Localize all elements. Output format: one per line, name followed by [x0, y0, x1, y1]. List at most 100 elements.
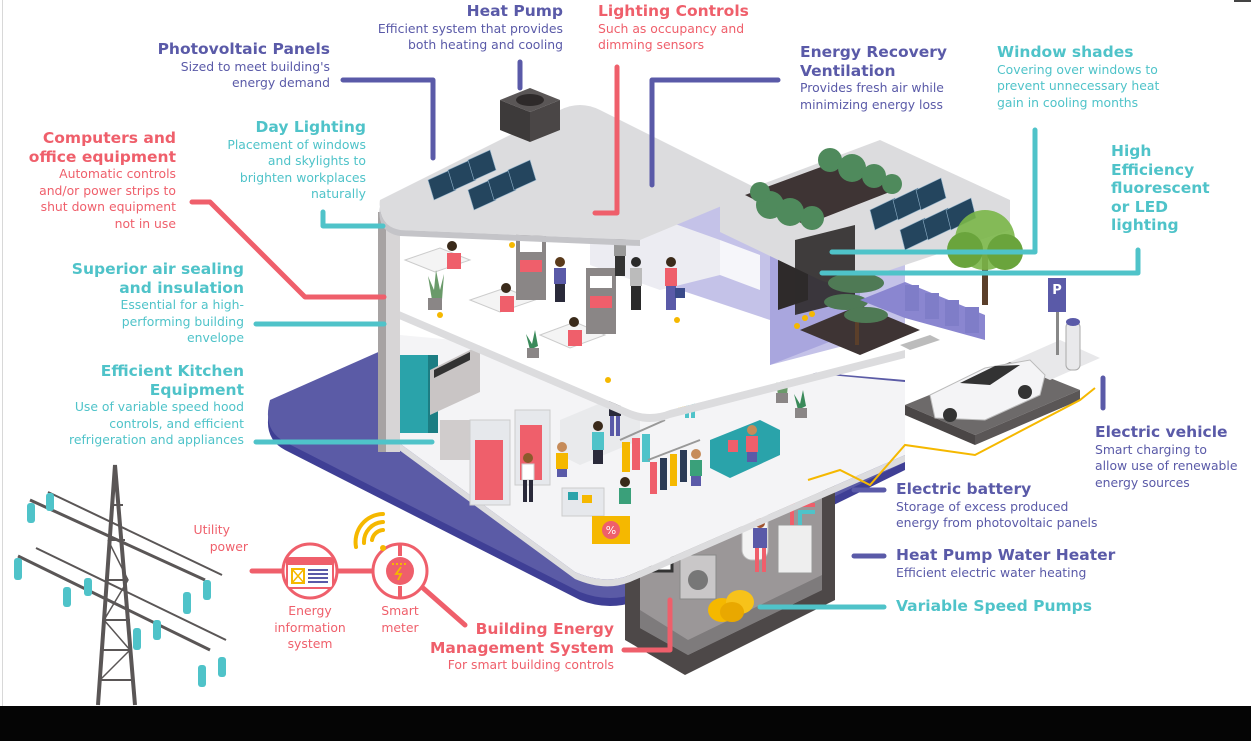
label-building-energy-management-system: Building Energy Management System For sm… — [400, 620, 614, 674]
leader-window-shades — [829, 127, 1038, 255]
computers-desc-3: shut down equipment — [40, 199, 176, 215]
electric-vehicle-desc-2: allow use of renewable — [1095, 458, 1238, 474]
label-variable-speed-pumps: Variable Speed Pumps — [896, 597, 1136, 616]
bems-desc-1: For smart building controls — [447, 657, 614, 673]
label-utility-power: Utility power — [178, 522, 248, 555]
label-heat-pump-water-heater: Heat Pump Water Heater Efficient electri… — [896, 546, 1136, 581]
erv-title-2: Ventilation — [800, 61, 896, 80]
window-shades-desc-1: Covering over windows to — [997, 61, 1158, 77]
photovoltaic-desc-2: energy demand — [232, 75, 330, 91]
battery-title: Electric battery — [896, 480, 1032, 498]
heat-pump-unit — [500, 88, 560, 142]
computers-desc-2: and/or power strips to — [39, 182, 176, 198]
kitchen-desc-1: Use of variable speed hood — [74, 399, 244, 415]
pendant-lights — [437, 242, 815, 383]
leader-erv — [649, 77, 781, 188]
leader-lines — [189, 59, 1141, 653]
insulators — [14, 493, 226, 687]
lighting-controls-desc-2: dimming sensors — [598, 37, 705, 53]
roof-right — [720, 140, 1010, 315]
day-lighting-title: Day Lighting — [255, 118, 366, 136]
computers-title-2: office equipment — [28, 147, 176, 166]
air-sealing-title-2: and insulation — [119, 278, 244, 297]
pumps — [708, 590, 754, 622]
air-sealing-desc-1: Essential for a high- — [120, 297, 244, 313]
window-shades-desc-3: gain in cooling months — [997, 94, 1139, 110]
pumps-title: Variable Speed Pumps — [896, 597, 1092, 615]
label-smart-meter: Smart meter — [370, 603, 430, 636]
utility-line-1: Utility — [193, 522, 230, 537]
fence-panels — [905, 285, 979, 333]
eis-line-3: system — [287, 636, 333, 651]
battery-desc-1: Storage of excess produced — [896, 498, 1069, 514]
kitchen-title-2: Equipment — [149, 380, 244, 399]
label-air-sealing-insulation: Superior air sealing and insulation Esse… — [40, 260, 244, 347]
label-photovoltaic-panels: Photovoltaic Panels Sized to meet buildi… — [130, 40, 330, 92]
label-heat-pump: Heat Pump Efficient system that provides… — [340, 2, 563, 54]
leader-meter-to-bems — [420, 585, 468, 628]
window-shades-title: Window shades — [997, 43, 1134, 61]
kitchen-desc-2: controls, and efficient — [109, 415, 244, 431]
washer — [679, 554, 717, 600]
heat-pump-title: Heat Pump — [466, 2, 563, 20]
high-efficiency-title-3: fluorescent — [1111, 179, 1210, 198]
bems-title-2: Management System — [429, 638, 614, 657]
smart-meter-icon — [353, 512, 429, 600]
day-lighting-desc-3: brighten workplaces — [239, 169, 366, 185]
solar-panels-right — [869, 177, 977, 251]
clothing-rack — [619, 419, 701, 494]
label-electric-battery: Electric battery Storage of excess produ… — [896, 480, 1126, 532]
label-energy-information-system: Energy information system — [268, 603, 352, 653]
hp-water-heater-desc-1: Efficient electric water heating — [896, 564, 1087, 580]
leader-high-efficiency — [819, 247, 1141, 276]
battery-desc-2: energy from photovoltaic panels — [896, 515, 1098, 531]
computers-desc-4: not in use — [114, 215, 176, 231]
electric-vehicle-desc-1: Smart charging to — [1095, 441, 1207, 457]
high-efficiency-title-1: High — [1111, 142, 1152, 160]
label-energy-recovery-ventilation: Energy Recovery Ventilation Provides fre… — [800, 43, 990, 113]
green-roof-shrubs — [750, 148, 902, 230]
air-sealing-desc-3: envelope — [187, 330, 244, 346]
kitchen-desc-3: refrigeration and appliances — [69, 432, 244, 448]
svg-text:%: % — [606, 524, 616, 537]
transmission-tower — [14, 464, 227, 706]
label-efficient-kitchen-equipment: Efficient Kitchen Equipment Use of varia… — [40, 362, 244, 449]
bottom-black-bar — [0, 706, 1251, 741]
erv-title-1: Energy Recovery — [800, 43, 948, 61]
heat-pump-desc-1: Efficient system that provides — [377, 20, 563, 36]
erv-desc-2: minimizing energy loss — [800, 96, 943, 112]
left-border — [2, 0, 3, 706]
smart-meter-line-2: meter — [381, 619, 419, 635]
photovoltaic-desc-1: Sized to meet building's — [180, 58, 330, 74]
electric-vehicle-title: Electric vehicle — [1095, 423, 1228, 441]
office-people — [554, 227, 685, 310]
parking-sign: P — [1048, 278, 1066, 355]
erv-desc-1: Provides fresh air while — [800, 80, 944, 96]
day-lighting-desc-4: naturally — [310, 186, 366, 202]
bonsai-tree — [824, 273, 888, 345]
day-lighting-desc-1: Placement of windows — [227, 136, 366, 152]
top-right-mark — [1234, 0, 1251, 2]
lighting-controls-desc-1: Such as occupancy and — [598, 20, 745, 36]
air-sealing-desc-2: performing building — [121, 313, 244, 329]
label-window-shades: Window shades Covering over windows to p… — [997, 43, 1197, 111]
smart-meter-line-1: Smart — [381, 603, 419, 618]
kitchen-title-1: Efficient Kitchen — [100, 362, 244, 380]
high-efficiency-title-5: lighting — [1111, 216, 1179, 235]
leader-day-lighting — [320, 209, 386, 229]
high-efficiency-title-4: or LED — [1111, 197, 1169, 216]
leader-lighting-controls — [592, 64, 620, 216]
label-computers-office-equipment: Computers and office equipment Automatic… — [20, 129, 176, 232]
electric-vehicle-desc-3: energy sources — [1095, 474, 1190, 490]
svg-text:P: P — [1052, 283, 1062, 298]
eis-line-2: information — [274, 619, 346, 635]
office-desks — [403, 241, 607, 349]
high-efficiency-title-2: Efficiency — [1111, 160, 1195, 179]
ev-charger — [1065, 321, 1081, 371]
wifi-signal-icon — [353, 512, 386, 551]
computers-desc-1: Automatic controls — [59, 166, 176, 182]
solar-panels-left — [427, 149, 537, 211]
power-line — [807, 387, 1096, 487]
label-high-efficiency-lighting: High Efficiency fluorescent or LED light… — [1111, 142, 1231, 235]
